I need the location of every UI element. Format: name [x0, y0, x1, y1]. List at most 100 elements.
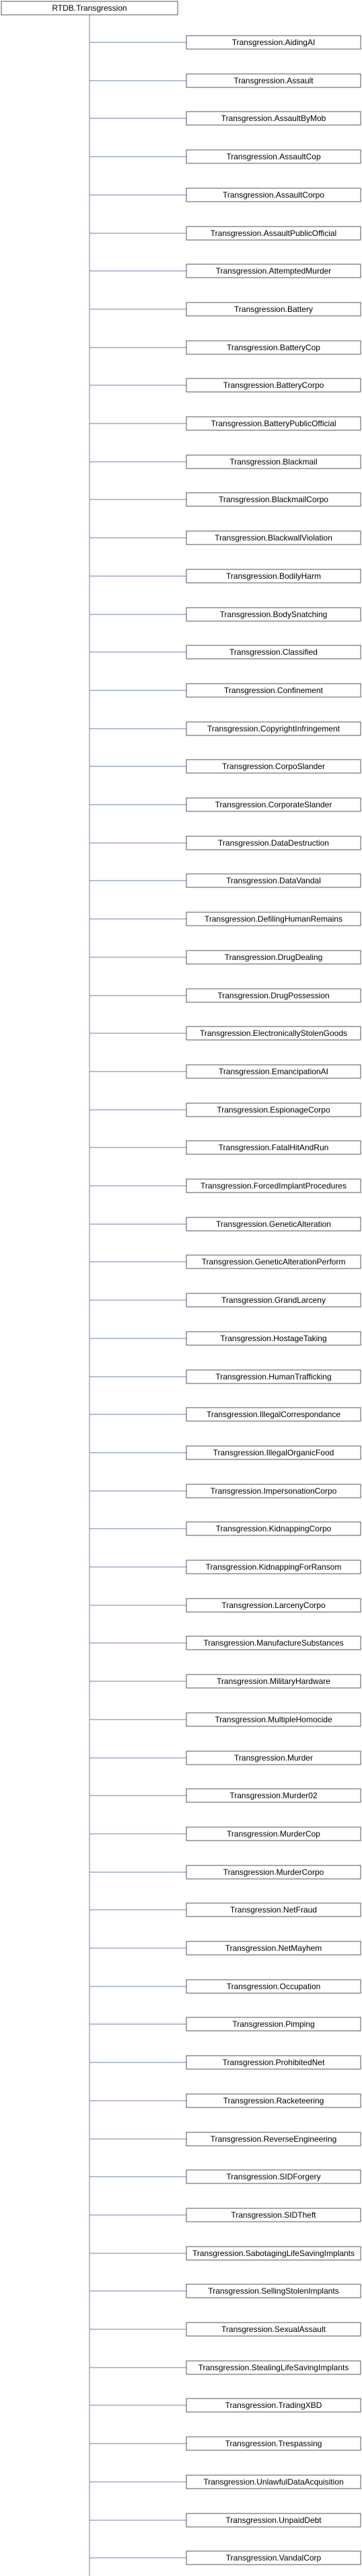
child-node[interactable]: Transgression.SabotagingLifeSavingImplan… [89, 2246, 361, 2261]
child-node[interactable]: Transgression.StealingLifeSavingImplants [89, 2360, 361, 2375]
child-node-label: Transgression.MurderCorpo [223, 1867, 324, 1877]
child-node[interactable]: Transgression.BodySnatching [89, 607, 361, 622]
child-node[interactable]: Transgression.EmancipationAI [89, 1064, 361, 1079]
child-node[interactable]: Transgression.EspionageCorpo [89, 1102, 361, 1117]
child-node[interactable]: Transgression.KidnappingForRansom [89, 1560, 361, 1574]
child-node-box [186, 1026, 361, 1041]
child-node[interactable]: Transgression.IllegalOrganicFood [89, 1445, 361, 1460]
child-node[interactable]: Transgression.MurderCorpo [89, 1865, 361, 1880]
child-node[interactable]: Transgression.CorporateSlander [89, 797, 361, 812]
child-node[interactable]: Transgression.DefilingHumanRemains [89, 912, 361, 926]
child-node[interactable]: Transgression.Trespassing [89, 2436, 361, 2451]
child-node[interactable]: Transgression.NetFraud [89, 1902, 361, 1917]
child-node-label: Transgression.Pimping [232, 2019, 314, 2029]
child-node[interactable]: Transgression.UnlawfulDataAcquisition [89, 2474, 361, 2489]
child-node[interactable]: Transgression.CopyrightInfringement [89, 721, 361, 736]
child-node[interactable]: Transgression.VandalCorp [89, 2550, 361, 2565]
child-node-box [186, 873, 361, 888]
child-node[interactable]: Transgression.AidingAI [89, 35, 361, 50]
child-node[interactable]: Transgression.Assault [89, 73, 361, 88]
child-node[interactable]: Transgression.GrandLarceny [89, 1293, 361, 1307]
child-node[interactable]: Transgression.DrugDealing [89, 950, 361, 965]
child-node-label: Transgression.VandalCorp [226, 2553, 322, 2563]
child-node[interactable]: Transgression.Racketeering [89, 2093, 361, 2108]
root-node[interactable]: RTDB.Transgression [1, 1, 178, 15]
child-node[interactable]: Transgression.Occupation [89, 1979, 361, 1994]
child-node[interactable]: Transgression.HumanTrafficking [89, 1369, 361, 1384]
child-node-box [186, 2513, 361, 2528]
child-node[interactable]: Transgression.BlackmailCorpo [89, 492, 361, 507]
child-node[interactable]: Transgression.SellingStolenImplants [89, 2284, 361, 2298]
child-node[interactable]: Transgression.ImpersonationCorpo [89, 1484, 361, 1498]
child-node-label: Transgression.IllegalCorrespondance [207, 1410, 340, 1419]
child-node[interactable]: Transgression.TradingXBD [89, 2398, 361, 2413]
child-node-label: Transgression.Confinement [224, 686, 324, 695]
child-node[interactable]: Transgression.BodilyHarm [89, 569, 361, 583]
child-node-label: Transgression.MultipleHomocide [215, 1715, 332, 1724]
child-node[interactable]: Transgression.CorpoSlander [89, 759, 361, 774]
child-node[interactable]: Transgression.DrugPossession [89, 988, 361, 1003]
child-node[interactable]: Transgression.BatteryCorpo [89, 378, 361, 393]
child-node-box [186, 1788, 361, 1803]
child-node-box [186, 378, 361, 393]
child-node[interactable]: Transgression.ManufactureSubstances [89, 1636, 361, 1650]
child-node[interactable]: Transgression.KidnappingCorpo [89, 1521, 361, 1536]
child-node[interactable]: Transgression.ForcedImplantProcedures [89, 1178, 361, 1193]
child-node-label: Transgression.Trespassing [225, 2439, 322, 2448]
child-node-label: Transgression.ImpersonationCorpo [211, 1486, 337, 1496]
child-node-box [186, 2284, 361, 2298]
child-node[interactable]: Transgression.AssaultCorpo [89, 188, 361, 202]
child-node-label: Transgression.TradingXBD [225, 2401, 322, 2410]
child-node[interactable]: Transgression.FatalHitAndRun [89, 1140, 361, 1155]
child-node[interactable]: Transgression.AssaultPublicOfficial [89, 226, 361, 241]
child-node[interactable]: Transgression.Pimping [89, 2017, 361, 2031]
child-node[interactable]: Transgression.Battery [89, 302, 361, 317]
child-node[interactable]: Transgression.Confinement [89, 683, 361, 698]
child-node-box [186, 1750, 361, 1765]
child-node-box [186, 1331, 361, 1346]
child-node-box [186, 2208, 361, 2222]
child-node-label: Transgression.IllegalOrganicFood [213, 1448, 334, 1457]
child-node[interactable]: Transgression.SIDTheft [89, 2208, 361, 2222]
child-node-box [186, 416, 361, 431]
child-node[interactable]: Transgression.Murder02 [89, 1788, 361, 1803]
child-node[interactable]: Transgression.ElectronicallyStolenGoods [89, 1026, 361, 1041]
child-node-label: Transgression.DefilingHumanRemains [205, 914, 342, 924]
child-node[interactable]: Transgression.ProhibitedNet [89, 2055, 361, 2070]
child-node[interactable]: Transgression.DataDestruction [89, 836, 361, 850]
child-node-label: Transgression.BatteryCop [227, 343, 320, 352]
child-node[interactable]: Transgression.AttemptedMurder [89, 264, 361, 278]
child-node-box [186, 1674, 361, 1689]
child-node[interactable]: Transgression.MurderCop [89, 1826, 361, 1841]
child-node-box [186, 492, 361, 507]
child-node[interactable]: Transgression.LarcenyCorpo [89, 1598, 361, 1613]
child-node[interactable]: Transgression.GeneticAlteration [89, 1217, 361, 1232]
child-node[interactable]: Transgression.Blackmail [89, 454, 361, 469]
child-node[interactable]: Transgression.IllegalCorrespondance [89, 1407, 361, 1422]
child-node-box [186, 950, 361, 965]
child-node[interactable]: Transgression.MilitaryHardware [89, 1674, 361, 1689]
child-node-label: Transgression.Occupation [227, 1982, 321, 1991]
child-node[interactable]: Transgression.MultipleHomocide [89, 1712, 361, 1727]
child-node-box [186, 35, 361, 50]
child-node[interactable]: Transgression.SIDForgery [89, 2169, 361, 2184]
child-node[interactable]: Transgression.SexualAssault [89, 2322, 361, 2337]
child-node[interactable]: Transgression.NetMayhem [89, 1941, 361, 1956]
child-node[interactable]: Transgression.BatteryPublicOfficial [89, 416, 361, 431]
child-node[interactable]: Transgression.DataVandal [89, 873, 361, 888]
child-node[interactable]: Transgression.Murder [89, 1750, 361, 1765]
child-node-box [186, 1826, 361, 1841]
child-node[interactable]: Transgression.GeneticAlterationPerform [89, 1254, 361, 1269]
child-node[interactable]: Transgression.BatteryCop [89, 340, 361, 355]
child-node[interactable]: Transgression.Classified [89, 645, 361, 659]
child-node-label: Transgression.UnlawfulDataAcquisition [203, 2477, 343, 2487]
child-node[interactable]: Transgression.AssaultCop [89, 149, 361, 164]
child-node[interactable]: Transgression.AssaultByMob [89, 111, 361, 126]
child-node[interactable]: Transgression.UnpaidDebt [89, 2513, 361, 2528]
child-node-label: Transgression.HostageTaking [220, 1334, 326, 1343]
child-node[interactable]: Transgression.HostageTaking [89, 1331, 361, 1346]
child-node[interactable]: Transgression.ReverseEngineering [89, 2132, 361, 2146]
child-node-box [186, 1712, 361, 1727]
child-node[interactable]: Transgression.BlackwallViolation [89, 530, 361, 545]
